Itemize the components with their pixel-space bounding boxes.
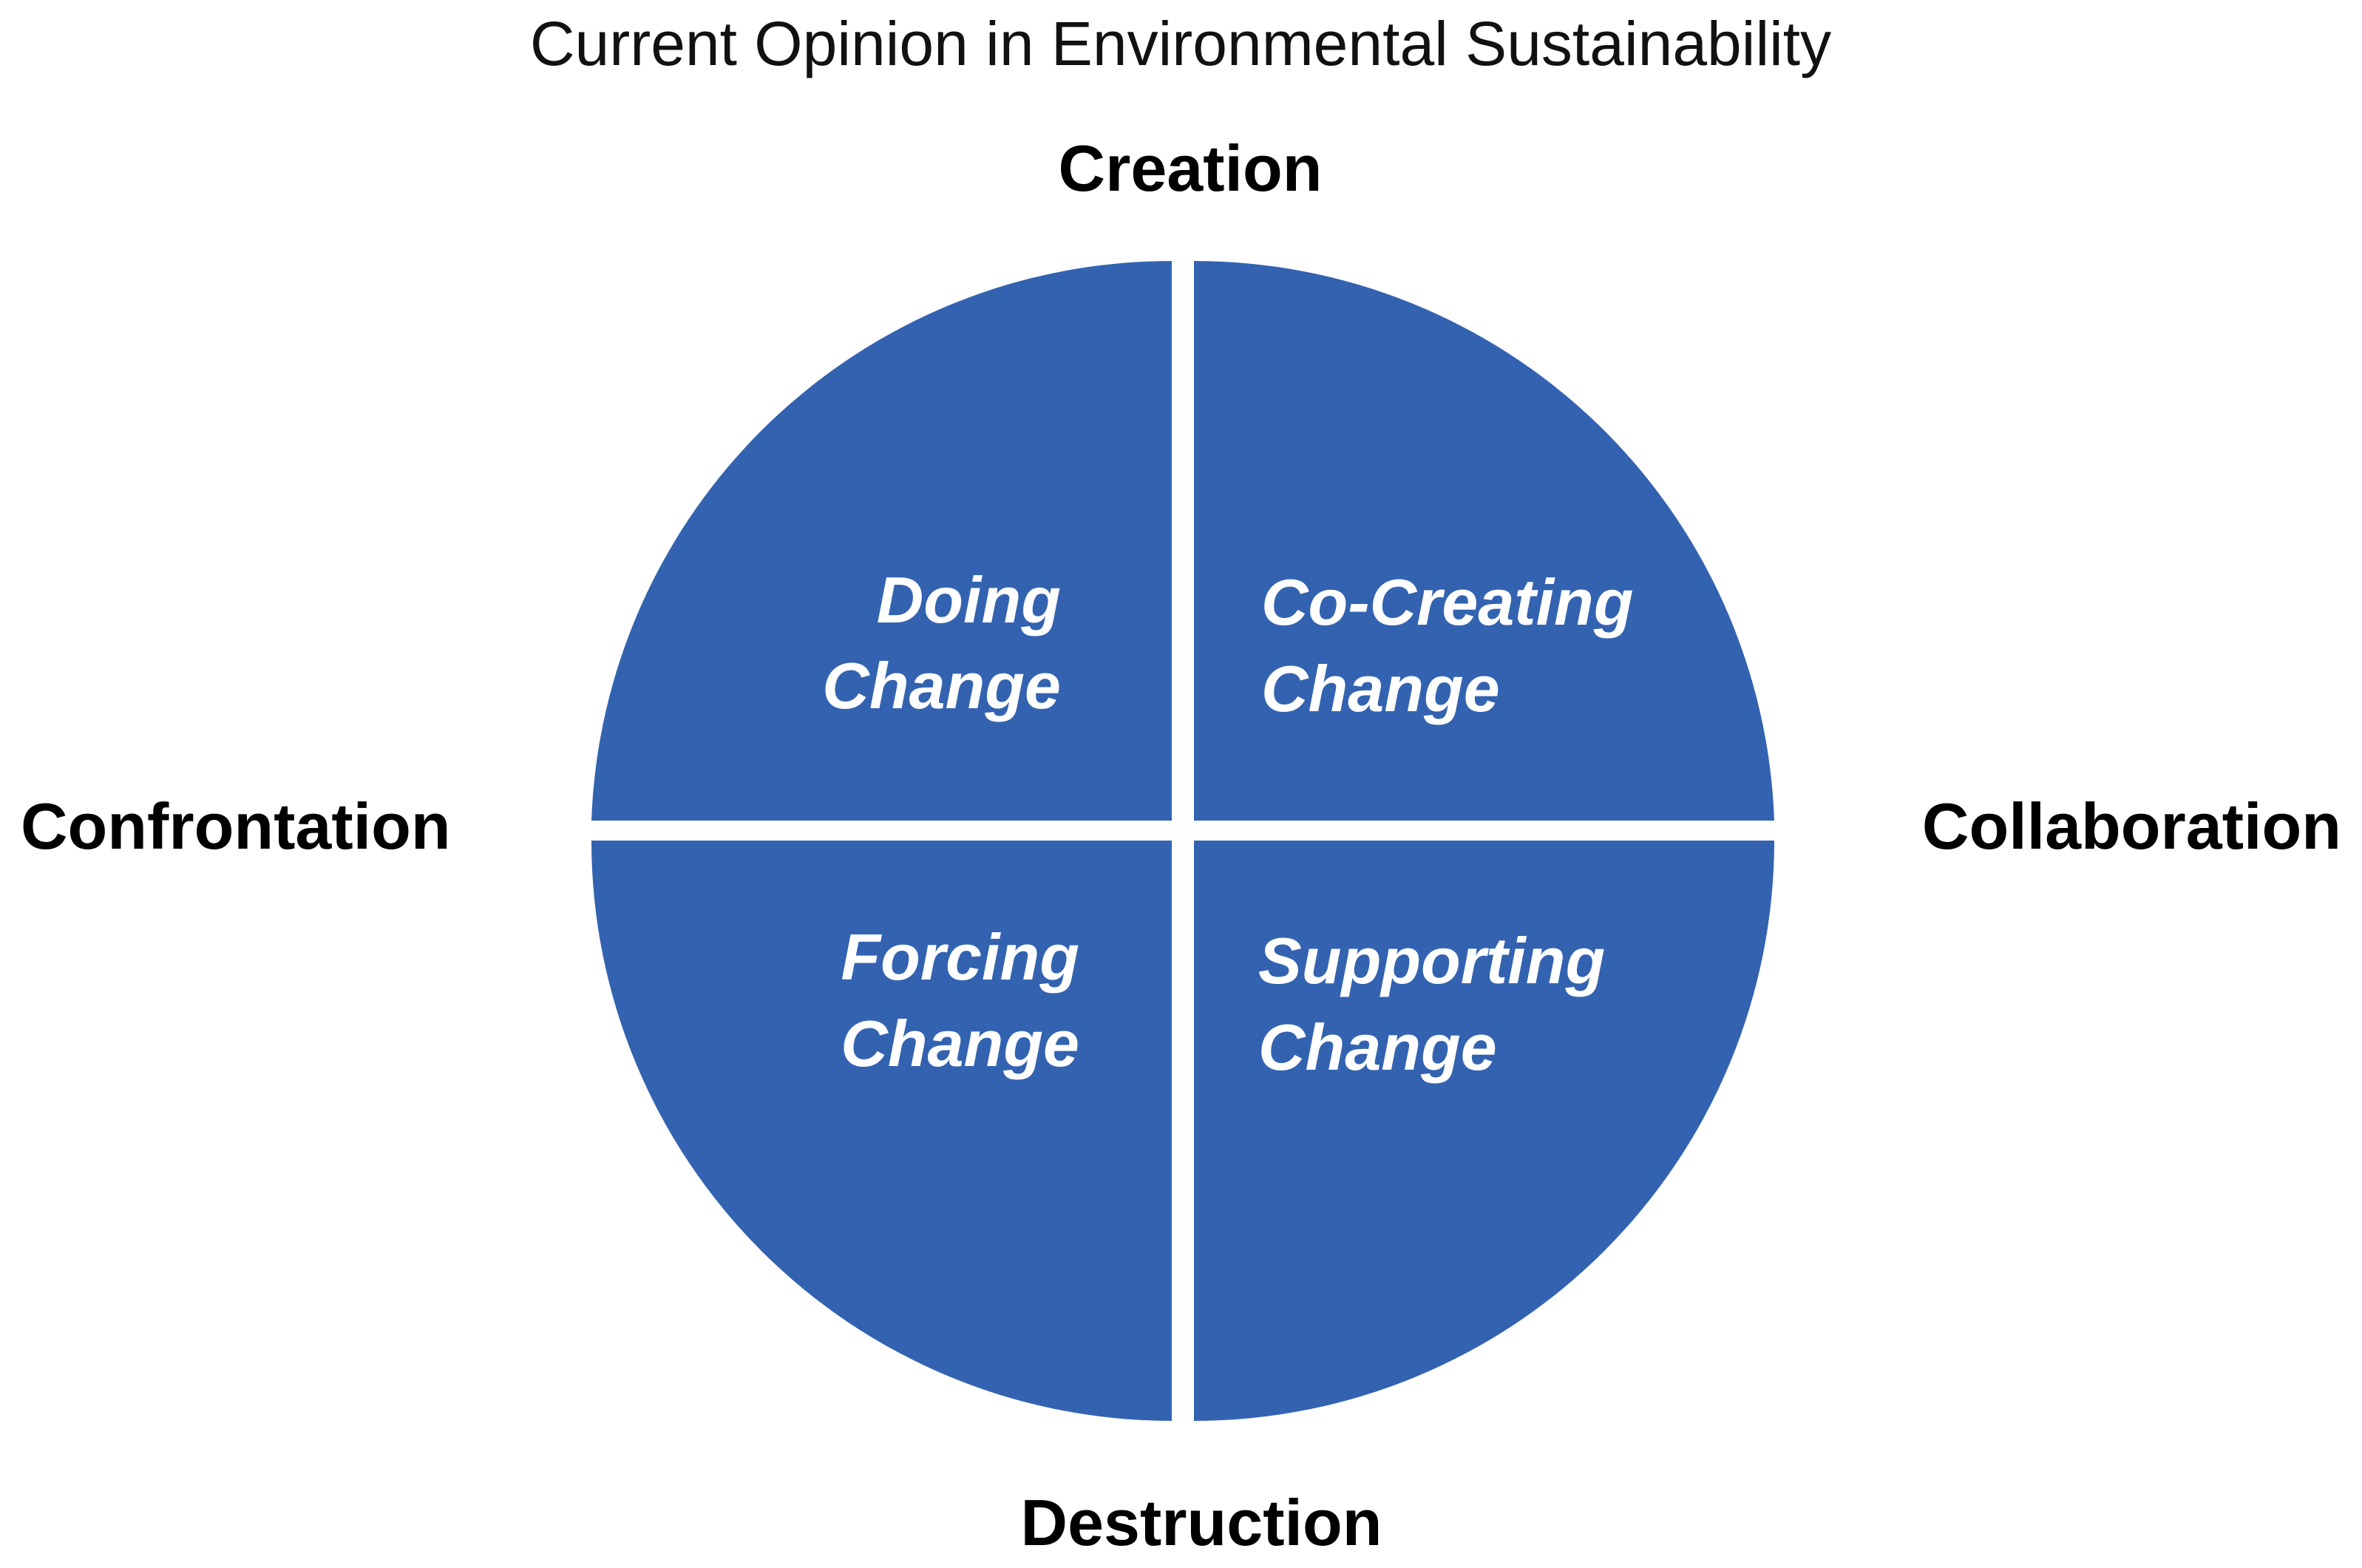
quadrant-label-supporting-change: Supporting Change: [1258, 924, 1605, 1084]
quadrant-bottom-right: [1194, 841, 1774, 1421]
quadrant-label-line: Change: [841, 1007, 1079, 1080]
axis-label-destruction: Destruction: [1021, 1486, 1382, 1559]
quadrant-label-line: Supporting: [1258, 924, 1605, 997]
quadrant-circle: [591, 260, 1774, 1421]
axis-label-confrontation: Confrontation: [21, 790, 451, 863]
quadrant-label-line: Change: [1261, 652, 1500, 725]
journal-title: Current Opinion in Environmental Sustain…: [530, 9, 1831, 78]
quadrant-label-co-creating-change: Co-Creating Change: [1261, 566, 1634, 725]
quadrant-top-right: [1194, 260, 1774, 821]
axis-label-creation: Creation: [1059, 132, 1323, 205]
quadrant-label-line: Co-Creating: [1261, 566, 1634, 639]
quadrant-bottom-left: [591, 841, 1172, 1421]
quadrant-label-line: Change: [1258, 1011, 1497, 1084]
quadrant-label-line: Doing: [877, 563, 1061, 637]
quadrant-top-left: [591, 260, 1172, 821]
quadrant-label-forcing-change: Forcing Change: [841, 920, 1079, 1080]
quadrant-label-line: Forcing: [841, 920, 1079, 994]
axis-label-collaboration: Collaboration: [1922, 790, 2341, 863]
quadrant-label-line: Change: [822, 649, 1061, 722]
quadrant-label-doing-change: Doing Change: [822, 563, 1061, 722]
